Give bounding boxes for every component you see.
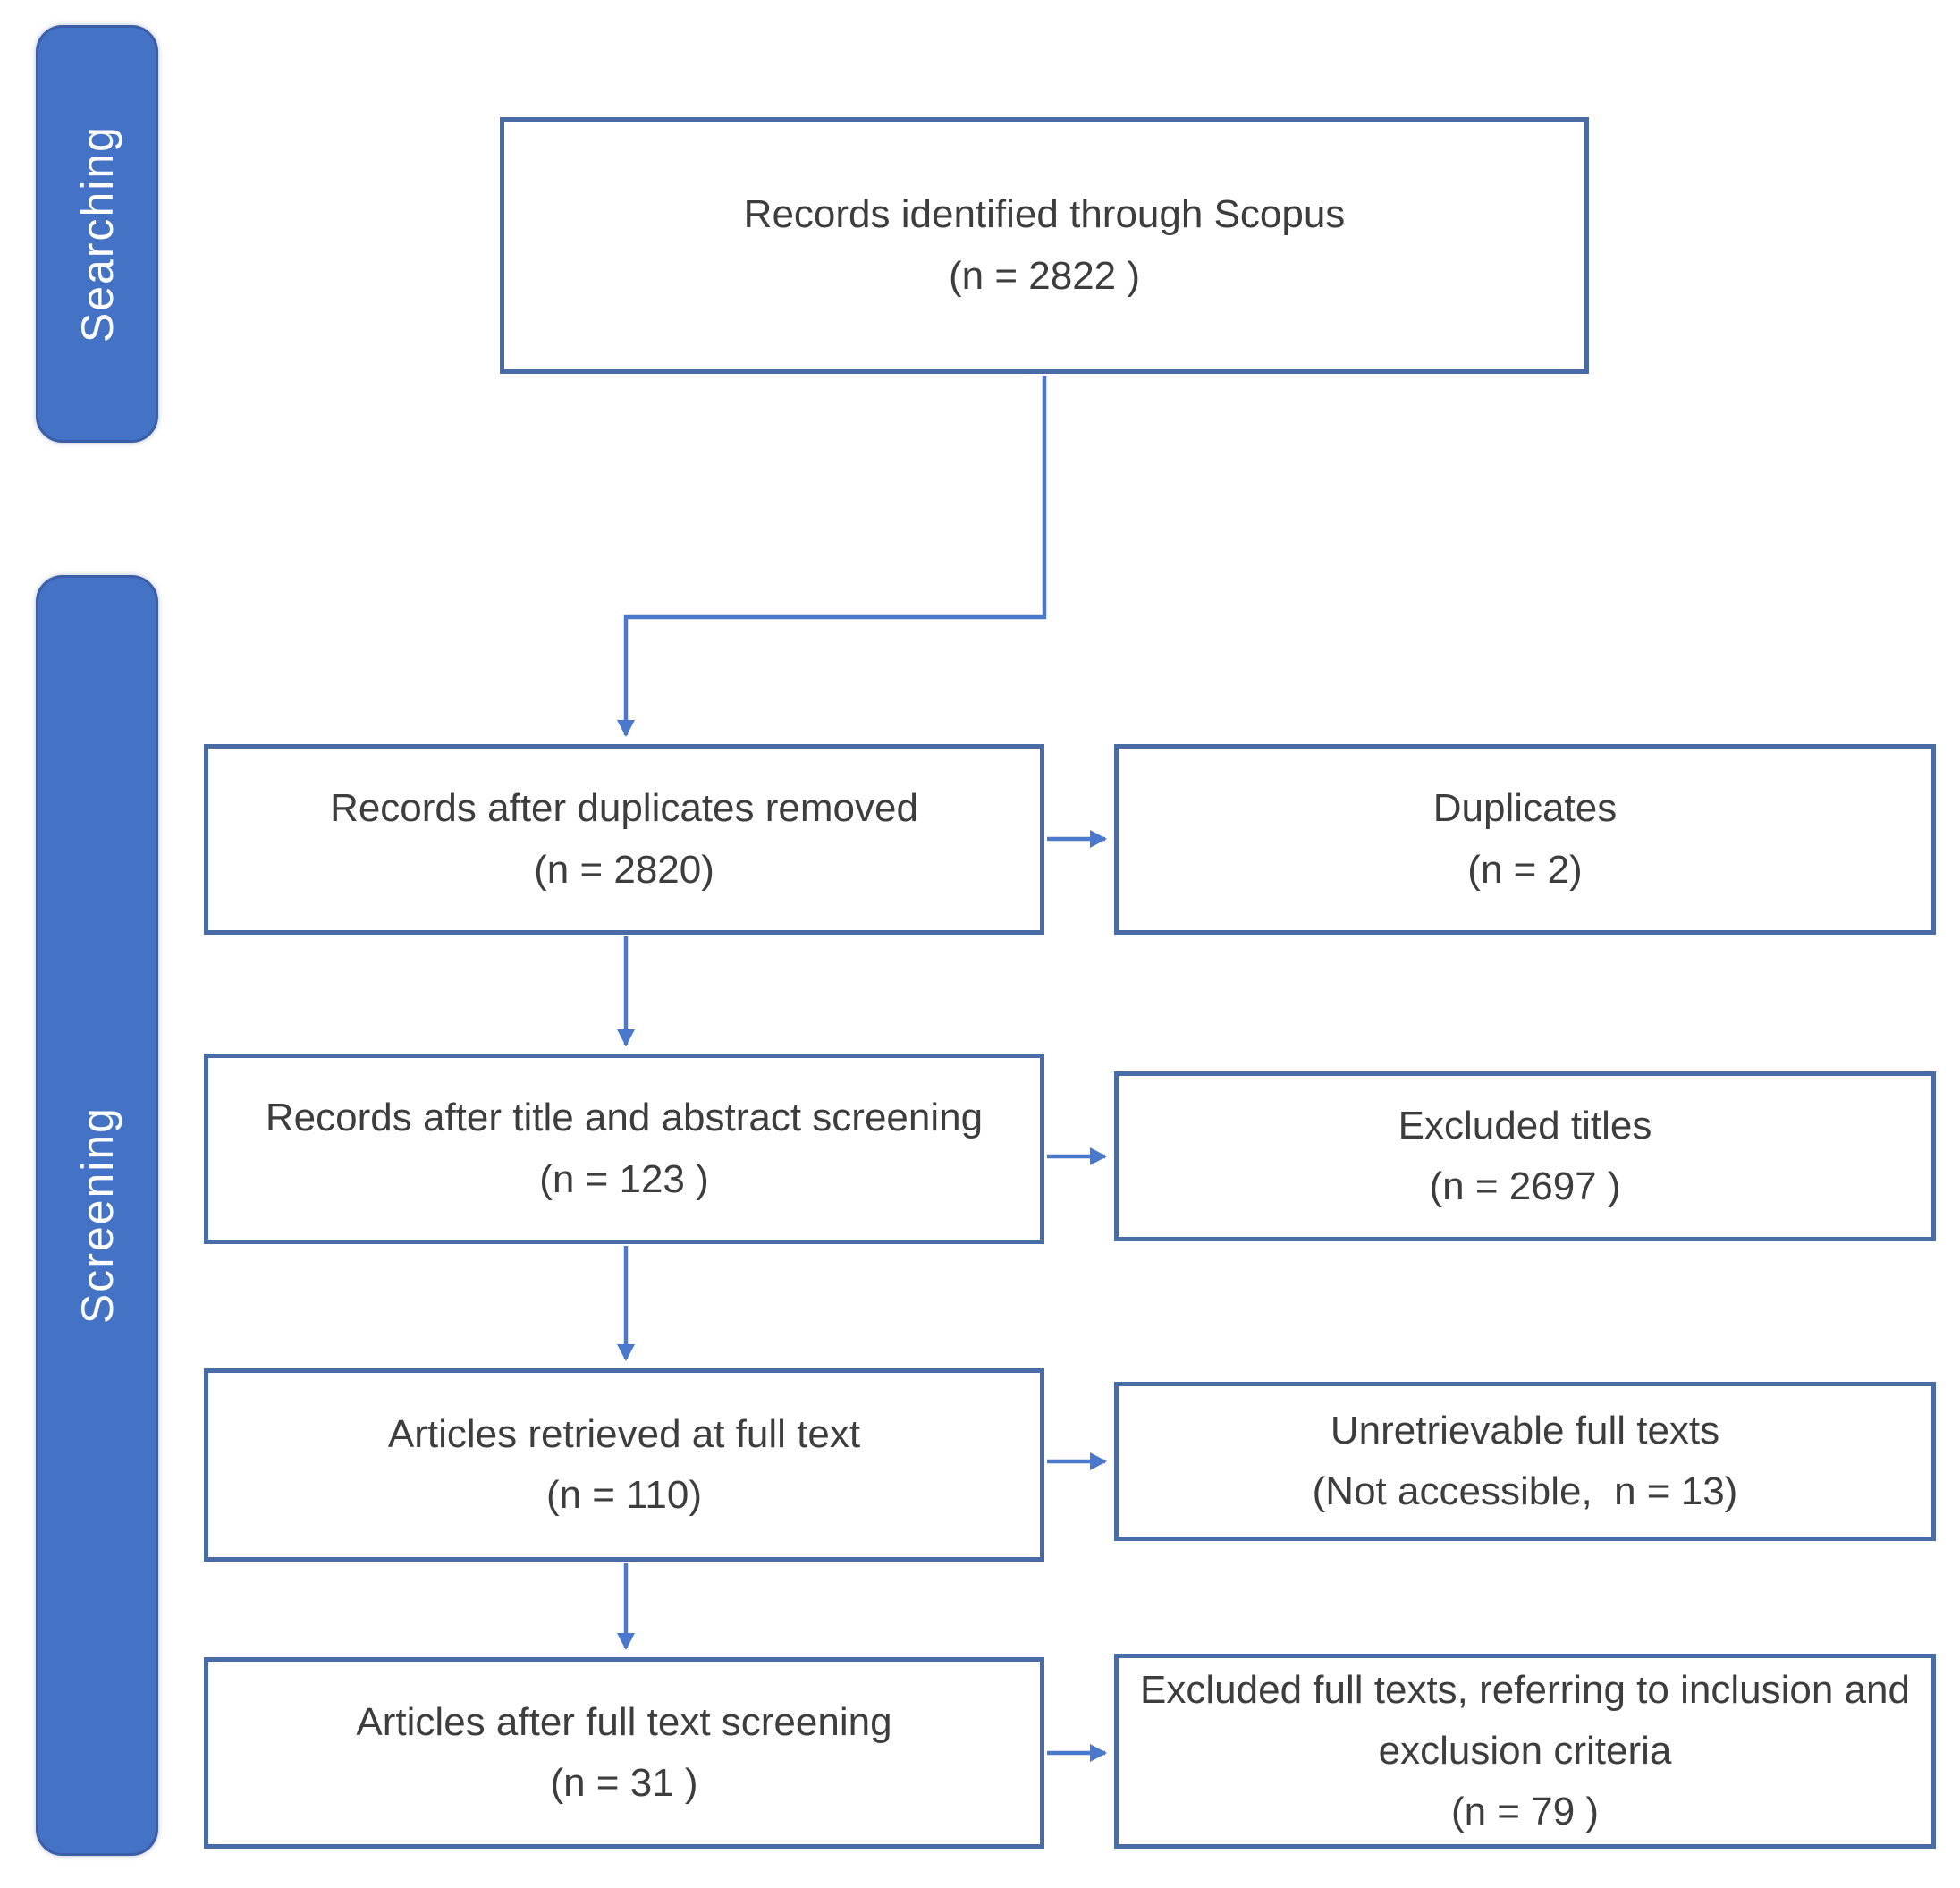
box-text-line: Records after duplicates removed	[330, 786, 918, 831]
stage-bar-searching: Searching	[36, 25, 158, 443]
box-text-line: Excluded titles	[1398, 1103, 1652, 1147]
flow-box-after-full-text: Articles after full text screening (n = …	[204, 1657, 1044, 1849]
box-text-line: Unretrievable full texts	[1330, 1408, 1720, 1452]
flow-box-records-identified: Records identified through Scopus (n = 2…	[500, 117, 1589, 374]
stage-bar-screening: Screening	[36, 575, 158, 1856]
flow-box-after-title-abstract: Records after title and abstract screeni…	[204, 1054, 1044, 1244]
stage-label-screening: Screening	[72, 1106, 122, 1325]
connector-identified-to-after-duplicates	[617, 376, 1047, 737]
box-text-line: Articles retrieved at full text	[387, 1411, 861, 1456]
stage-label-searching: Searching	[72, 124, 122, 343]
box-count-line: (n = 2697 )	[1429, 1164, 1621, 1208]
box-count-line: (n = 110)	[545, 1473, 703, 1517]
box-text-line: Excluded full texts, referring to inclus…	[1140, 1667, 1922, 1773]
flow-box-full-text-retrieved: Articles retrieved at full text (n = 110…	[204, 1368, 1044, 1562]
box-count-line: (n = 31 )	[550, 1761, 698, 1805]
box-count-line: (Not accessible, n = 13)	[1312, 1469, 1738, 1513]
flow-box-duplicates: Duplicates (n = 2)	[1114, 744, 1936, 935]
flow-box-unretrievable-full-texts: Unretrievable full texts (Not accessible…	[1114, 1382, 1936, 1541]
box-text-line: Articles after full text screening	[356, 1699, 892, 1744]
flow-box-excluded-titles: Excluded titles (n = 2697 )	[1114, 1071, 1936, 1241]
box-count-line: (n = 2820)	[534, 847, 714, 892]
box-count-line: (n = 2822 )	[948, 253, 1141, 298]
box-text-line: Records after title and abstract screeni…	[265, 1096, 984, 1140]
box-count-line: (n = 123 )	[539, 1156, 709, 1201]
box-count-line: (n = 79 )	[1450, 1790, 1600, 1834]
box-text-line: Records identified through Scopus	[743, 192, 1346, 237]
flow-box-after-duplicates: Records after duplicates removed (n = 28…	[204, 744, 1044, 935]
box-count-line: (n = 2)	[1467, 847, 1583, 892]
flow-box-excluded-full-texts: Excluded full texts, referring to inclus…	[1114, 1654, 1936, 1849]
box-text-line: Duplicates	[1432, 786, 1618, 831]
